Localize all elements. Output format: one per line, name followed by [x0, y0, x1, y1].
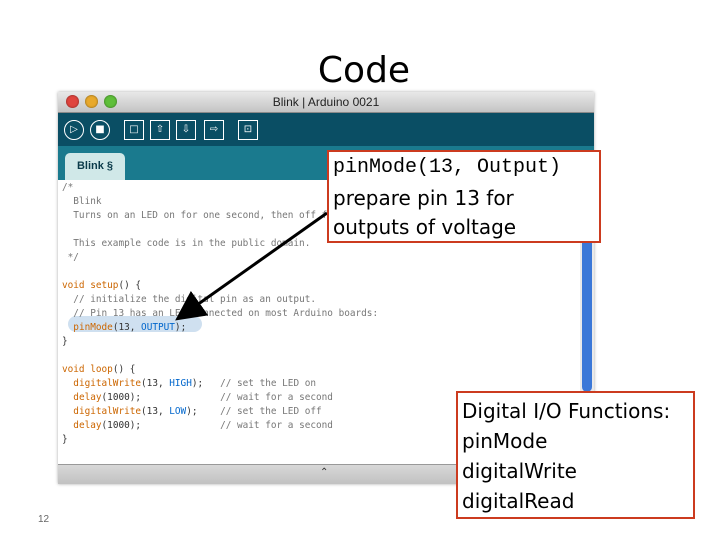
zoom-window-button[interactable] — [104, 95, 117, 108]
tab-blink[interactable]: Blink § — [65, 153, 125, 180]
window-titlebar[interactable]: Blink | Arduino 0021 — [58, 92, 594, 113]
upload-arrow-icon: ⇨ — [209, 124, 219, 135]
serial-monitor-icon: ⊡ — [243, 124, 253, 135]
new-document-icon: □ — [129, 124, 139, 135]
close-window-button[interactable] — [66, 95, 79, 108]
function-item-digitalwrite: digitalWrite — [462, 459, 577, 483]
callout-text-line2: outputs of voltage — [333, 215, 517, 239]
code-line: digitalWrite(13, LOW); // set the LED of… — [73, 406, 322, 417]
save-arrow-icon: ⇩ — [181, 124, 191, 135]
code-line: // Pin 13 has an LED connected on most A… — [73, 308, 379, 319]
code-line: */ — [62, 252, 79, 263]
code-line: Blink — [62, 196, 102, 207]
code-line: } — [62, 336, 68, 347]
slide-number: 12 — [38, 514, 50, 525]
save-button[interactable]: ⇩ — [176, 120, 196, 140]
chevron-up-icon[interactable]: ⌃ — [320, 467, 329, 478]
code-line: void setup() { — [62, 280, 142, 291]
open-arrow-icon: ⇧ — [155, 124, 165, 135]
code-line: delay(1000); // wait for a second — [73, 420, 333, 431]
upload-button[interactable]: ⇨ — [204, 120, 224, 140]
code-line: void loop() { — [62, 364, 136, 375]
slide-title: Code — [317, 50, 411, 91]
stop-icon: ■ — [95, 124, 105, 135]
function-item-digitalread: digitalRead — [462, 489, 575, 513]
pinmode-highlight — [68, 316, 202, 332]
window-title: Blink | Arduino 0021 — [272, 95, 380, 109]
toolbar: ▷ ■ □ ⇧ ⇩ ⇨ ⊡ — [58, 113, 594, 146]
code-line: delay(1000); // wait for a second — [73, 392, 333, 403]
new-button[interactable]: □ — [124, 120, 144, 140]
callout-text-line1: prepare pin 13 for — [333, 186, 514, 210]
play-icon: ▷ — [70, 124, 78, 135]
function-item-pinmode: pinMode — [462, 429, 548, 453]
callout-code: pinMode(13, Output) — [333, 156, 562, 179]
stop-button[interactable]: ■ — [90, 120, 110, 140]
functions-heading: Digital I/O Functions: — [462, 399, 671, 423]
code-line: /* — [62, 182, 74, 193]
pinmode-callout: pinMode(13, Output) prepare pin 13 for o… — [327, 150, 601, 243]
code-line: pinMode(13, OUTPUT); — [73, 322, 187, 333]
serial-monitor-button[interactable]: ⊡ — [238, 120, 258, 140]
code-line: This example code is in the public domai… — [62, 238, 311, 249]
code-line: digitalWrite(13, HIGH); // set the LED o… — [73, 378, 317, 389]
functions-callout: Digital I/O Functions: pinMode digitalWr… — [456, 391, 695, 519]
minimize-window-button[interactable] — [85, 95, 98, 108]
scroll-thumb[interactable] — [582, 182, 592, 392]
verify-button[interactable]: ▷ — [64, 120, 84, 140]
arrow-line — [175, 211, 328, 321]
code-line: } — [62, 434, 68, 445]
open-button[interactable]: ⇧ — [150, 120, 170, 140]
